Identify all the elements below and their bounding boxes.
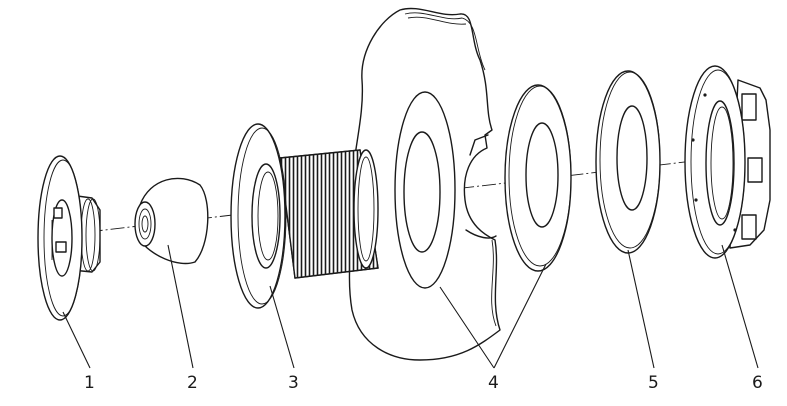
- leader-line-4a: [439, 286, 495, 369]
- part-3-threaded-body: [230, 123, 379, 309]
- label-part-6: 6: [752, 373, 763, 393]
- part-6-lock-nut: [684, 65, 771, 259]
- leader-lines: [62, 244, 759, 369]
- leader-line-5: [627, 249, 655, 369]
- label-part-5: 5: [648, 373, 659, 393]
- leader-line-2: [167, 244, 194, 369]
- part-4-flat-gasket: [504, 84, 572, 272]
- part-2-ball: [134, 177, 209, 265]
- leader-line-4b: [493, 263, 547, 369]
- part-4-wavy-gasket: [348, 7, 501, 361]
- label-part-3: 3: [288, 373, 299, 393]
- part-5-gasket: [595, 70, 661, 254]
- leader-line-6: [721, 244, 759, 369]
- leader-line-1: [62, 311, 91, 369]
- part-labels: 1 2 3 4 5 6: [84, 373, 763, 393]
- label-part-1: 1: [84, 373, 95, 393]
- part-1-inlet-fitting: [37, 155, 101, 321]
- label-part-4: 4: [488, 373, 499, 393]
- label-part-2: 2: [187, 373, 198, 393]
- leader-line-3: [269, 285, 295, 369]
